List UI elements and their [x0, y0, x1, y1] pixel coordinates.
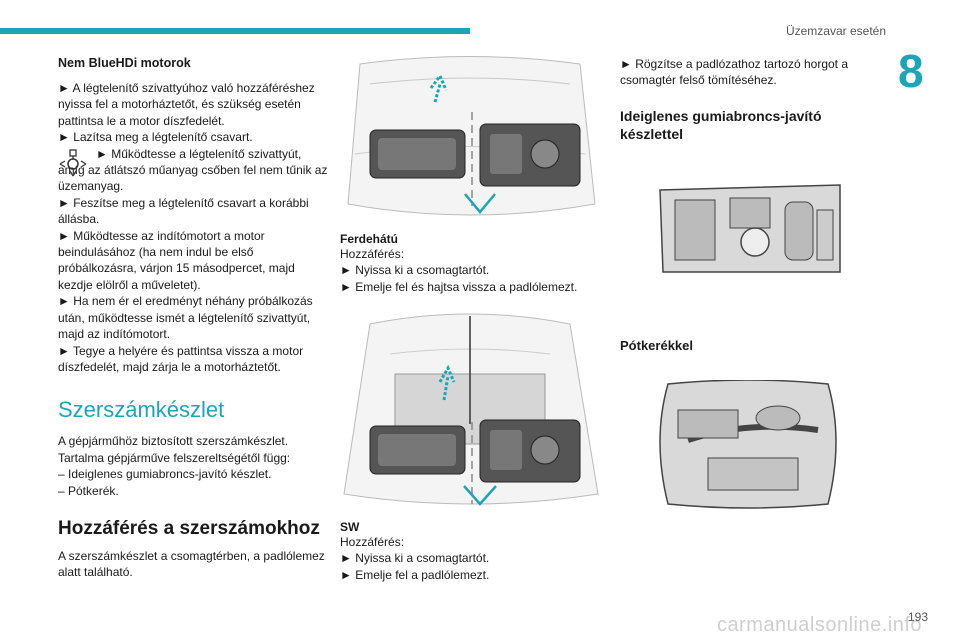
paragraph: ► Emelje fel és hajtsa vissza a padlólem… — [340, 279, 578, 294]
caption-title: Ferdehátú — [340, 232, 399, 246]
chapter-header-title: Üzemzavar esetén — [785, 24, 886, 38]
pump-icon — [59, 148, 87, 176]
subsection-title: Pótkerékkel — [620, 338, 693, 353]
subsection-title: Ideiglenes gumiabroncs-javító készlettel — [620, 107, 822, 142]
section-title: Szerszámkészlet — [58, 397, 225, 423]
watermark: carmanualsonline.info — [716, 614, 922, 636]
spare-wheel-heading: Pótkerékkel — [620, 338, 882, 353]
caption-title: SW — [340, 520, 360, 534]
hatchback-caption: Ferdehátú Hozzáférés: ► Nyissa ki a csom… — [340, 232, 602, 295]
paragraph: ► Nyissa ki a csomagtartót. — [340, 263, 490, 278]
paragraph: ► Ha nem ér el eredményt néhány próbálko… — [58, 294, 313, 342]
paragraph: ► Működtesse a légtelenítő szivattyút, — [96, 146, 302, 161]
paragraph: A szerszámkészlet a csomagtérben, a padl… — [58, 548, 325, 580]
list-item: – Ideiglenes gumiabroncs-javító készlet. — [58, 467, 272, 482]
paragraph: ► Emelje fel a padlólemezt. — [340, 567, 490, 582]
hatchback-trunk-figure — [340, 54, 602, 226]
engine-heading: Nem BlueHDi motorok — [58, 56, 191, 70]
paragraph: ► Rögzítse a padlózathoz tartozó horgot … — [620, 57, 849, 88]
paragraph: ► Tegye a helyére és pattintsa vissza a … — [58, 343, 304, 374]
paragraph: amíg az átlátszó műanyag csőben fel nem … — [58, 163, 328, 194]
paragraph: Hozzáférés: — [340, 535, 405, 549]
paragraph: ► A légtelenítő szivattyúhoz való hozzáf… — [58, 81, 315, 128]
sw-trunk-figure — [340, 304, 602, 514]
column-1: Nem BlueHDi motorok ► A légtelenítő sziv… — [58, 56, 328, 581]
repair-kit-figure — [655, 180, 845, 280]
pump-step: ► Működtesse a légtelenítő szivattyút, — [58, 146, 328, 176]
paragraph: ► Feszítse meg a légtelenítő csavart a k… — [58, 195, 309, 227]
chapter-number: 8 — [898, 45, 924, 97]
paragraph: A gépjárműhöz biztosított szerszámkészle… — [58, 434, 291, 465]
paragraph: Hozzáférés: — [340, 247, 405, 261]
paragraph: ► Működtesse az indítómotort a motor bei… — [58, 228, 295, 292]
subsection-title: Hozzáférés a szerszámokhoz — [58, 517, 320, 539]
paragraph: ► Lazítsa meg a légtelenítő csavart. — [58, 130, 253, 145]
sw-caption: SW Hozzáférés: ► Nyissa ki a csomagtartó… — [340, 520, 602, 583]
list-item: – Pótkerék. — [58, 483, 119, 498]
spare-wheel-figure — [648, 380, 848, 510]
header-accent-bar — [0, 28, 470, 34]
column-3: ► Rögzítse a padlózathoz tartozó horgot … — [620, 56, 882, 151]
page-number: 193 — [907, 610, 928, 624]
paragraph: ► Nyissa ki a csomagtartót. — [340, 551, 490, 566]
